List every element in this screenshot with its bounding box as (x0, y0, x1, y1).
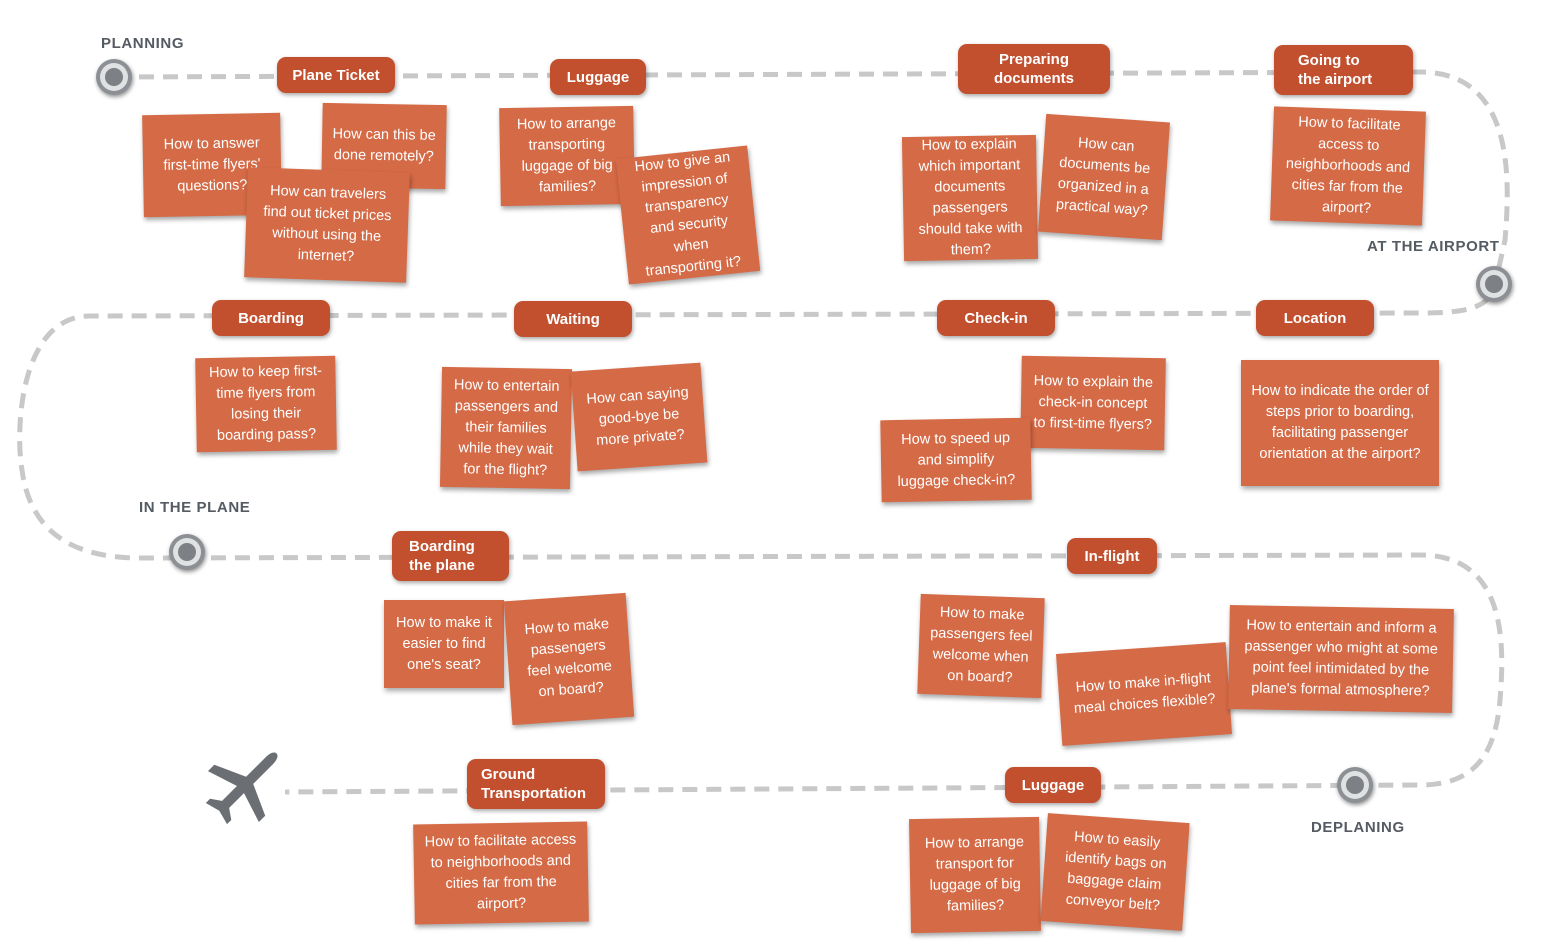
stage-location: Location (1256, 300, 1374, 336)
note-arrange-luggage: How to arrange transporting luggage of b… (499, 105, 635, 207)
note-transport-big-families: How to arrange transport for luggage of … (909, 816, 1041, 934)
stage-plane-ticket: Plane Ticket (277, 57, 395, 93)
note-identify-bags: How to easily identify bags on baggage c… (1040, 813, 1190, 931)
stage-luggage-planning: Luggage (550, 59, 646, 95)
note-transparency: How to give an impression of transparenc… (615, 145, 761, 285)
note-organize-documents: How can documents be organized in a prac… (1038, 113, 1170, 241)
note-speed-luggage-checkin: How to speed up and simplify luggage che… (880, 417, 1032, 503)
plane-marker-icon (169, 534, 205, 570)
planning-marker-icon (96, 59, 132, 95)
stage-boarding-the-plane: Boarding the plane (392, 531, 509, 581)
airport-marker-icon (1476, 266, 1512, 302)
phase-in-the-plane: IN THE PLANE (139, 499, 251, 516)
stage-in-flight: In-flight (1067, 538, 1157, 574)
phase-at-the-airport: AT THE AIRPORT (1367, 238, 1500, 255)
note-ticket-prices: How can travelers find out ticket prices… (244, 167, 410, 283)
note-keep-boarding-pass: How to keep first-time flyers from losin… (195, 355, 337, 453)
note-access-airport: How to facilitate access to neighborhood… (1270, 106, 1426, 226)
stage-luggage-deplaning: Luggage (1005, 767, 1101, 803)
note-checkin-concept: How to explain the check-in concept to f… (1020, 355, 1166, 451)
stage-waiting: Waiting (514, 301, 632, 337)
note-welcome-board: How to make passengers feel welcome on b… (503, 592, 635, 726)
stage-boarding: Boarding (212, 300, 330, 336)
note-find-seat: How to make it easier to find one's seat… (384, 600, 504, 688)
note-access-ground: How to facilitate access to neighborhood… (413, 821, 589, 925)
note-welcome-inflight: How to make passengers feel welcome when… (917, 593, 1045, 699)
note-entertain-waiting: How to entertain passengers and their fa… (439, 366, 573, 490)
stage-ground-transportation: Ground Transportation (467, 759, 605, 809)
deplaning-marker-icon (1337, 767, 1373, 803)
note-goodbye-private: How can saying good-bye be more private? (570, 362, 708, 472)
journey-dashed-line (17, 69, 1510, 795)
airplane-icon (205, 752, 278, 825)
phase-planning: PLANNING (101, 35, 185, 52)
stage-check-in: Check-in (937, 300, 1055, 336)
phase-deplaning: DEPLANING (1311, 819, 1405, 836)
stage-preparing-documents: Preparing documents (958, 44, 1110, 94)
note-entertain-inform: How to entertain and inform a passenger … (1228, 605, 1454, 713)
note-order-of-steps: How to indicate the order of steps prior… (1241, 360, 1439, 486)
stage-going-to-airport: Going to the airport (1274, 45, 1413, 95)
note-explain-documents: How to explain which important documents… (901, 134, 1039, 262)
note-meal-choices: How to make in-flight meal choices flexi… (1055, 642, 1233, 746)
